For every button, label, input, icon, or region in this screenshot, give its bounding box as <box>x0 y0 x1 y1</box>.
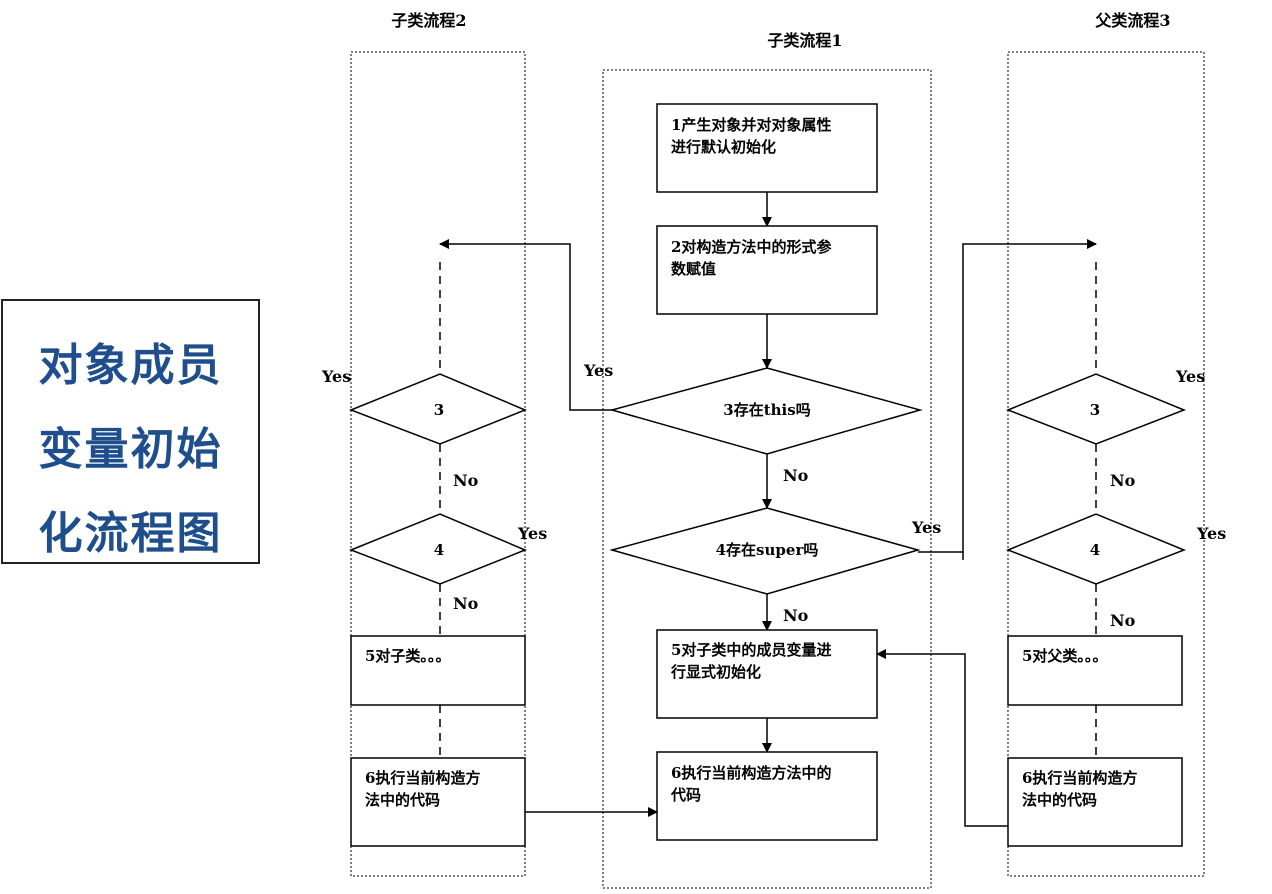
step6-box <box>656 751 878 841</box>
sub2-step5-box <box>350 635 526 706</box>
label-yes-sub2-d4: Yes <box>517 524 547 543</box>
parent3-step5-box <box>1007 635 1183 706</box>
diagram-title-box: 对象成员 变量初始 化流程图 <box>1 299 260 564</box>
step1-text-line1: 1产生对象并对对象属性 <box>671 116 831 134</box>
arrow-super-yes-to-parent3 <box>918 239 1097 553</box>
parent3-step6-box <box>1007 757 1183 847</box>
label-no-d3: No <box>783 466 809 485</box>
arrow-parent3-step6-to-center-step5 <box>876 649 1008 827</box>
arrow-this-yes-to-sub2 <box>439 239 612 411</box>
decision-super-diamond <box>609 507 921 595</box>
parent3-decision-3-diamond <box>1005 373 1187 445</box>
sub2-step6-text-line2: 法中的代码 <box>365 791 440 809</box>
lane-title-parent3: 父类流程3 <box>1094 11 1170 30</box>
decision-this-text: 3存在this吗 <box>723 401 810 419</box>
sub2-decision-4-text: 4 <box>434 541 444 559</box>
label-no-d4: No <box>783 606 809 625</box>
step5-text-line2: 行显式初始化 <box>670 663 761 681</box>
lane-frame-sub1 <box>602 69 932 889</box>
sub2-step5-text: 5对子类。。。 <box>365 647 450 665</box>
parent3-decision-4-text: 4 <box>1090 541 1100 559</box>
step5-box <box>656 629 878 719</box>
label-no-parent3-d4: No <box>1110 611 1136 630</box>
diagram-title-line-2: 变量初始 <box>38 424 223 475</box>
sub2-step6-box <box>350 757 526 847</box>
sub2-decision-3-text: 3 <box>434 401 444 419</box>
lane-title-sub2: 子类流程2 <box>391 11 466 30</box>
sub2-decision-3-diamond <box>348 373 527 445</box>
sub2-step6-text-line1: 6执行当前构造方 <box>365 769 480 787</box>
parent3-step6-text-line1: 6执行当前构造方 <box>1022 769 1137 787</box>
step6-text-line1: 6执行当前构造方法中的 <box>671 764 831 782</box>
sub2-decision-4-diamond <box>348 513 527 585</box>
diagram-title-line-1: 对象成员 <box>38 340 223 391</box>
decision-super-text: 4存在super吗 <box>716 541 819 559</box>
label-yes-sub2-d3: Yes <box>321 367 351 386</box>
step2-text-line2: 数赋值 <box>671 260 716 278</box>
label-yes-parent3-d3: Yes <box>1175 367 1205 386</box>
step6-text-line2: 代码 <box>670 786 701 804</box>
label-no-parent3-d3: No <box>1110 471 1136 490</box>
parent3-step6-text-line2: 法中的代码 <box>1022 791 1097 809</box>
step1-box <box>656 103 878 193</box>
lane-frame-sub2 <box>350 51 526 877</box>
step2-box <box>656 225 878 315</box>
label-yes-parent3-d4: Yes <box>1196 524 1226 543</box>
parent3-step5-text: 5对父类。。。 <box>1022 647 1107 665</box>
step5-text-line1: 5对子类中的成员变量进 <box>671 641 831 659</box>
lane-title-sub1: 子类流程1 <box>767 31 842 50</box>
step1-text-line2: 进行默认初始化 <box>671 138 776 156</box>
step2-text-line1: 2对构造方法中的形式参 <box>671 238 832 256</box>
decision-this-diamond <box>609 367 923 455</box>
label-no-sub2-d4: No <box>453 594 479 613</box>
parent3-decision-4-diamond <box>1005 513 1187 585</box>
diagram-title-line-3: 化流程图 <box>38 508 223 559</box>
label-yes-super: Yes <box>911 518 941 537</box>
label-yes-this: Yes <box>583 361 613 380</box>
lane-frame-parent3 <box>1007 51 1205 877</box>
label-no-sub2-d3: No <box>453 471 479 490</box>
parent3-decision-3-text: 3 <box>1090 401 1100 419</box>
